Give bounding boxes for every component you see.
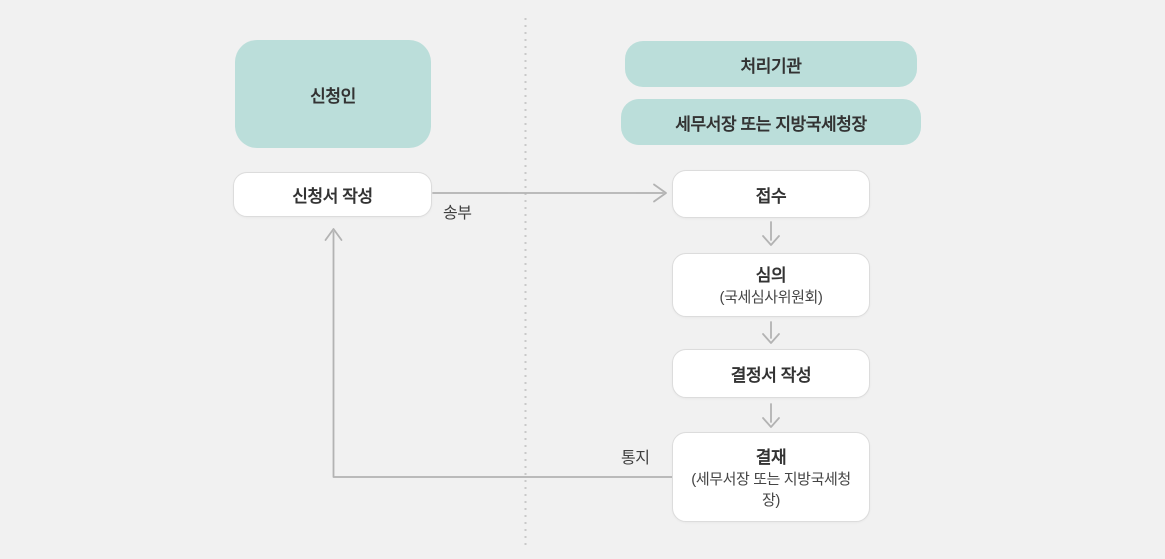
agency-header-label: 처리기관 [740, 56, 802, 76]
notify-return-arrow [324, 228, 673, 478]
agency-header-box: 처리기관 [625, 41, 917, 87]
step-review-sublabel: (국세심사위원회) [719, 289, 823, 307]
step-approval-label: 결재 [755, 448, 787, 468]
step-decision-box: 결정서 작성 [672, 349, 870, 398]
step-receipt-box: 접수 [672, 170, 870, 218]
step-review-box: 심의 (국세심사위원회) [672, 253, 870, 317]
applicant-box: 신청인 [235, 40, 431, 148]
step-approval-box: 결재 (세무서장 또는 지방국세청장) [672, 432, 870, 522]
write-application-box: 신청서 작성 [233, 172, 432, 217]
down-arrow-3 [762, 403, 780, 428]
agency-subheader-box: 세무서장 또는 지방국세청장 [621, 99, 921, 145]
down-arrow-2 [762, 321, 780, 344]
step-approval-sublabel: (세무서장 또는 지방국세청장) [691, 471, 851, 509]
step-receipt-label: 접수 [755, 186, 787, 206]
send-arrow [432, 183, 667, 203]
write-application-label: 신청서 작성 [292, 187, 373, 206]
step-decision-label: 결정서 작성 [730, 366, 812, 385]
step-review-label: 심의 [755, 266, 787, 286]
send-arrow-label: 송부 [443, 205, 472, 222]
down-arrow-1 [762, 221, 780, 246]
agency-subheader-label: 세무서장 또는 지방국세청장 [675, 114, 867, 134]
notify-arrow-label: 통지 [621, 450, 650, 467]
applicant-label: 신청인 [310, 86, 356, 106]
